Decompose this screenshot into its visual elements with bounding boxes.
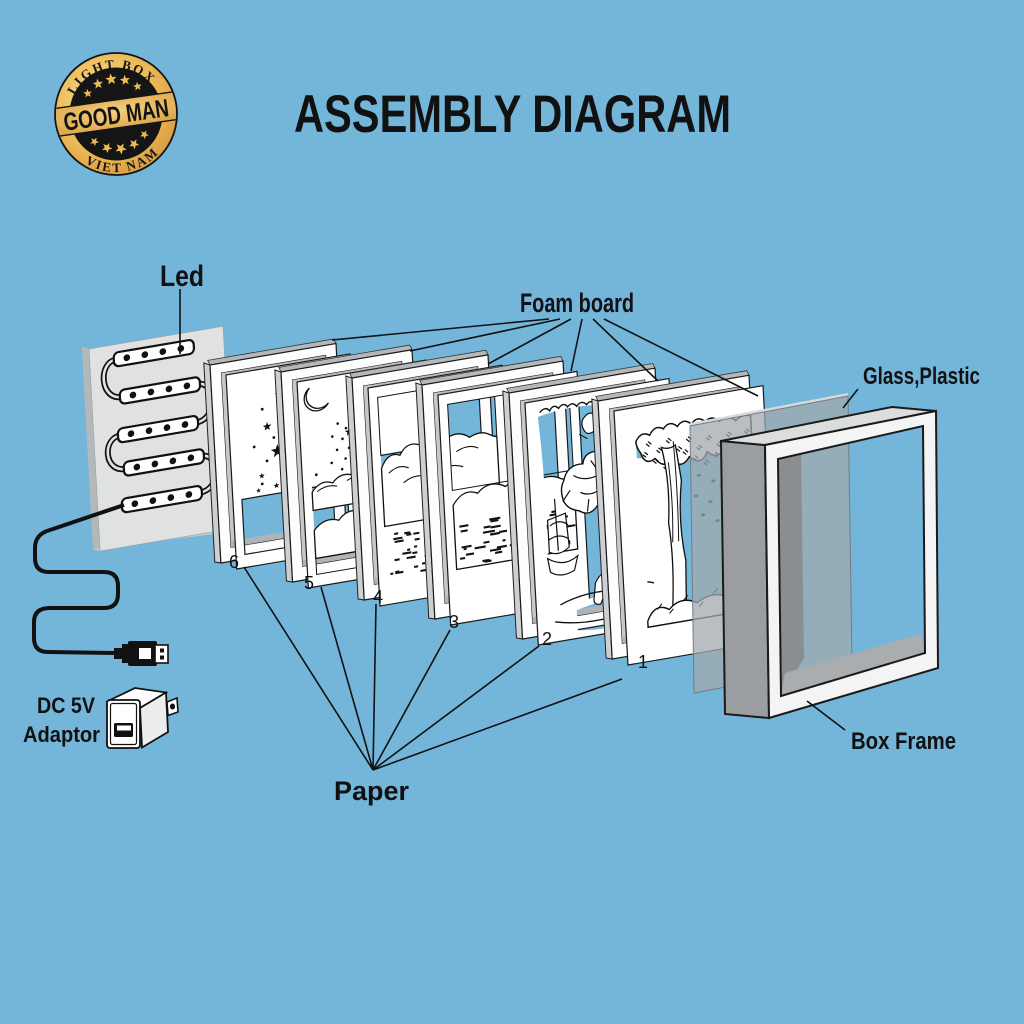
svg-text:Foam board: Foam board <box>520 288 634 318</box>
svg-text:Paper: Paper <box>334 776 409 806</box>
svg-text:1: 1 <box>638 652 648 672</box>
svg-text:3: 3 <box>449 612 459 632</box>
svg-text:Box Frame: Box Frame <box>851 728 956 755</box>
svg-text:Glass,Plastic: Glass,Plastic <box>863 363 980 390</box>
svg-text:Led: Led <box>160 260 204 293</box>
svg-text:4: 4 <box>373 587 383 607</box>
svg-text:ASSEMBLY DIAGRAM: ASSEMBLY DIAGRAM <box>294 85 731 144</box>
svg-text:DC 5V: DC 5V <box>37 693 95 718</box>
svg-text:6: 6 <box>229 552 239 572</box>
svg-text:Adaptor: Adaptor <box>23 722 100 747</box>
svg-text:2: 2 <box>542 629 552 649</box>
svg-text:5: 5 <box>304 573 314 593</box>
